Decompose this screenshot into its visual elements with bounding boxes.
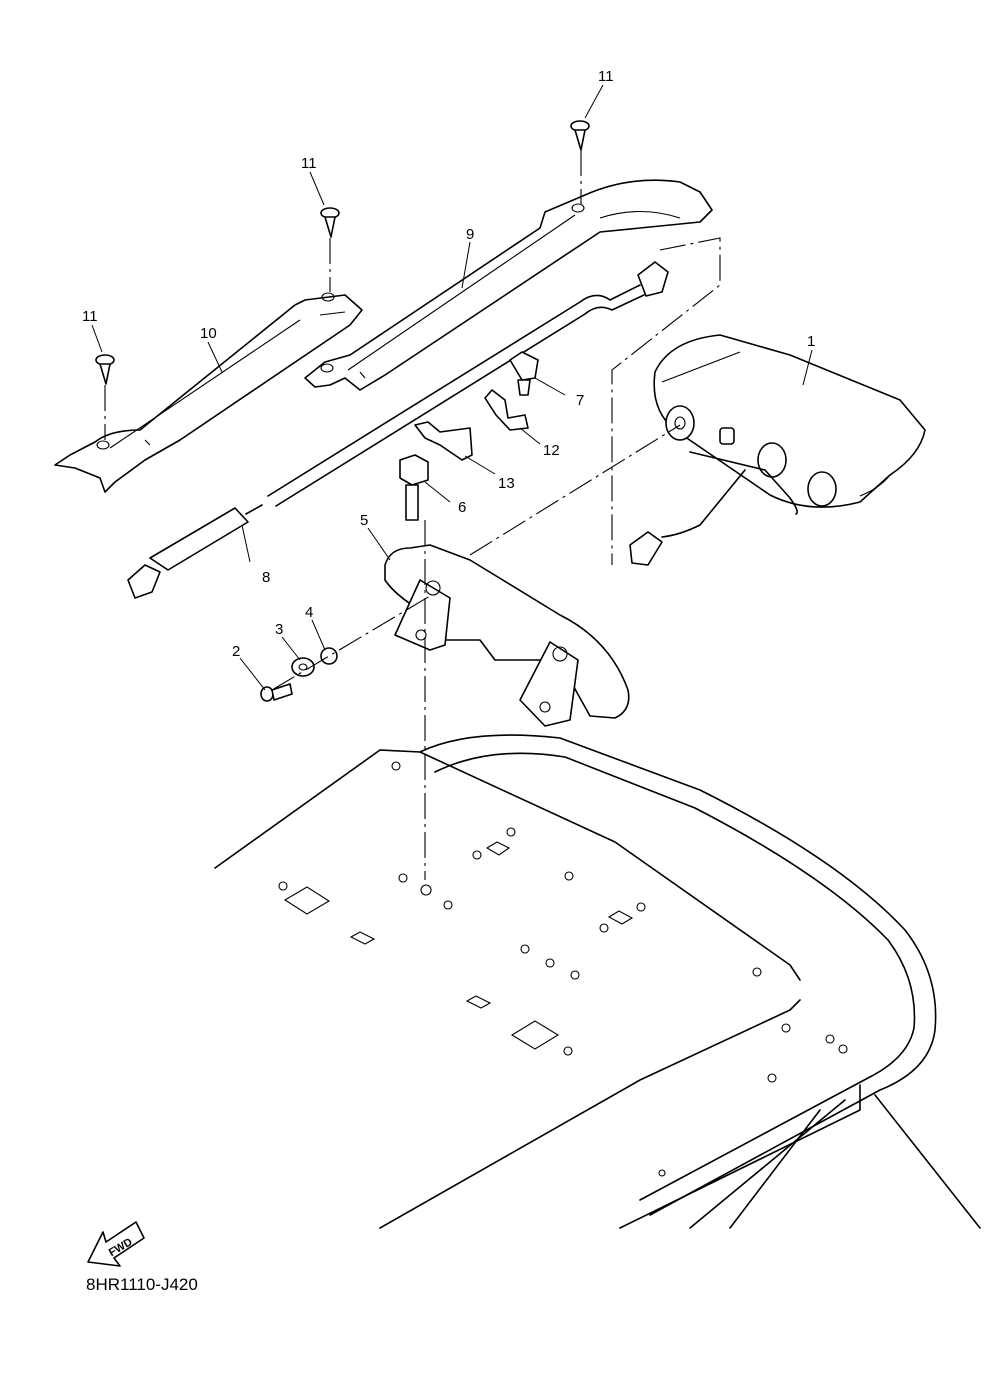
- grommet-part-3: [291, 657, 315, 677]
- callout-2: 2: [232, 643, 240, 660]
- bracket-part-13: [414, 421, 473, 461]
- callout-6: 6: [458, 499, 466, 516]
- callout-11-middle: 11: [301, 155, 317, 172]
- bracket-part-5: [384, 544, 630, 727]
- callout-8: 8: [262, 569, 270, 586]
- trim-part-9: [304, 179, 713, 391]
- alignment-lines: [104, 150, 721, 880]
- screw-part-2: [260, 683, 293, 702]
- forward-arrow-icon: FWD: [87, 1221, 145, 1267]
- callout-12: 12: [543, 442, 560, 459]
- callout-9: 9: [466, 226, 474, 243]
- bolt-part-6: [399, 454, 429, 521]
- collar-part-4: [320, 647, 338, 665]
- callout-10: 10: [200, 325, 217, 342]
- callout-7: 7: [576, 392, 584, 409]
- callout-11-left: 11: [82, 308, 98, 325]
- callout-11-right: 11: [598, 68, 614, 85]
- callouts: 1 2 3 4 5 6 7 8 9 10 11 11 11 12 13: [82, 68, 815, 660]
- callout-3: 3: [275, 621, 283, 638]
- leader-lines: [91, 84, 813, 691]
- callout-5: 5: [360, 512, 368, 529]
- screw-part-11-c: [570, 120, 590, 151]
- trim-part-10: [54, 292, 363, 493]
- clip-part-7: [509, 351, 539, 396]
- screw-part-11-b: [320, 207, 340, 238]
- screw-part-11-a: [95, 354, 115, 385]
- callout-13: 13: [498, 475, 515, 492]
- wire-harness-part-8: [127, 261, 669, 599]
- diagram-code: 8HR1110-J420: [86, 1275, 198, 1294]
- callout-4: 4: [305, 604, 313, 621]
- clamp-part-12: [484, 389, 529, 431]
- deck-frame: [214, 734, 981, 1229]
- callout-1: 1: [807, 333, 815, 350]
- light-housing-part-1: [629, 334, 926, 566]
